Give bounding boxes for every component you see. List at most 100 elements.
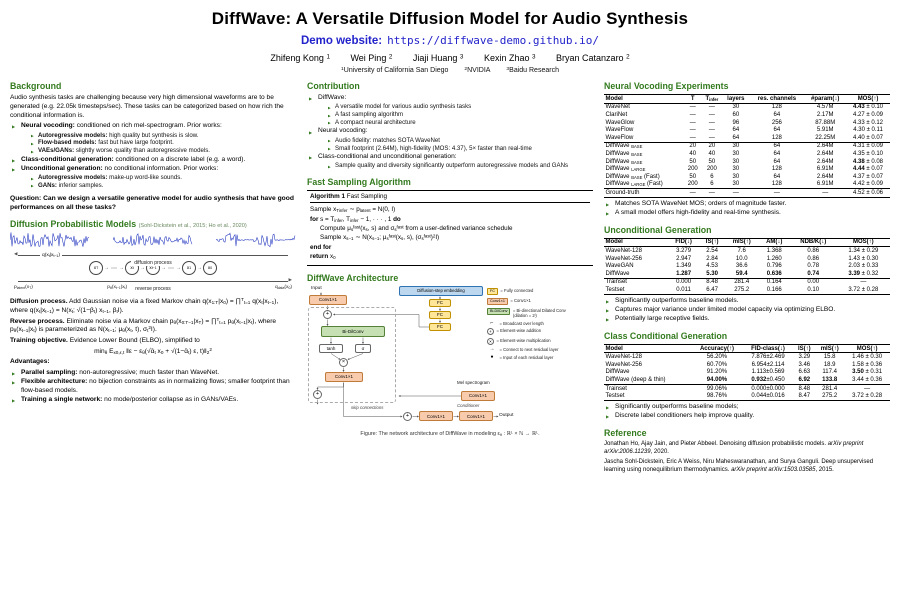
table-cell: 15.8 — [823, 354, 836, 361]
affiliation: 2NVIDIA — [464, 67, 491, 74]
table-cell: 281.4 — [724, 277, 759, 287]
table-cell: 2.84 — [706, 255, 718, 262]
table-cell: DiffWave — [605, 270, 630, 277]
diffusion-process-arrow: diffusion process — [14, 251, 291, 267]
authors-line: Zhifeng Kong 1 Wei Ping 2 Jiaji Huang 3 … — [0, 53, 900, 63]
table-cell: 275.2 — [724, 286, 759, 295]
list-item: Training a single network: no mode/poste… — [12, 396, 296, 405]
plus-op: + — [403, 411, 412, 421]
tanh-box: tanh — [319, 343, 343, 353]
table-cell: 64 — [732, 127, 740, 134]
table-cell: 3.29 — [798, 354, 811, 361]
diffusion-step-embedding-box: Diffusion-step embedding — [399, 285, 483, 296]
table-cell: 60.70% — [706, 361, 728, 368]
algorithm-line: Sample xs−1 ∼ N(xs−1; μsfast(xs, s), (σs… — [320, 233, 440, 242]
table-cell: 0.10 — [789, 286, 837, 295]
table-cell: 4.35 ± 0.10 — [853, 150, 884, 157]
plus-op: + — [313, 389, 322, 399]
table-cell: 2.64M — [816, 158, 834, 165]
table-cell: 2.17M — [816, 111, 834, 118]
affiliations-line: 1University of California San Diego 2NVI… — [0, 67, 900, 74]
author: Zhifeng Kong 1 — [270, 53, 330, 63]
column-header: IS(↑) — [793, 343, 816, 354]
legend-item: ●= Input of each residual layer — [487, 355, 577, 361]
chain-dots: ⋯ — [111, 265, 117, 272]
section-heading-unconditional: Unconditional Generation — [604, 224, 712, 235]
table-cell: DiffWave — [605, 369, 630, 376]
legend-symbol: × — [487, 337, 494, 345]
table-cell: Ground-truth — [604, 188, 685, 198]
vocoding-notes: Matches SOTA WaveNet MOS; orders of magn… — [604, 200, 890, 218]
table-cell: WaveNet-128 — [605, 248, 642, 255]
table-cell: 3.279 — [676, 248, 692, 255]
table-cell: 98.76% — [691, 392, 743, 402]
list-item: Flow-based models: fast but have large f… — [30, 139, 296, 147]
column-header: MOS(↑) — [844, 343, 890, 354]
table-cell: 3.39 ± 0.32 — [848, 270, 879, 277]
table-cell: — — [749, 188, 805, 198]
column-header: AM(↓) — [758, 237, 790, 248]
table-cell: 1.113±0.569 — [751, 369, 785, 376]
table-cell: 2.03 ± 0.33 — [848, 263, 879, 270]
algorithm-line: Sample xTinfer ∼ platent = N(0, I) — [310, 206, 396, 214]
arrow-icon: → — [161, 265, 166, 272]
legend-symbol: Bi-DilConv — [487, 307, 511, 316]
column-header: mIS(↑) — [815, 343, 845, 354]
table-cell: 1.349 — [676, 263, 692, 270]
column-header: T — [684, 94, 702, 104]
table-cell: 256 — [771, 119, 782, 126]
waveform-noise-thumbnail — [10, 232, 90, 248]
conv1x1-box: Conv1×1 — [309, 294, 347, 305]
residual-layer-outline — [308, 306, 396, 403]
table-cell: 1.58 ± 0.36 — [852, 361, 883, 368]
figure-caption: Figure: The network architecture of Diff… — [360, 430, 540, 437]
legend-text: = Conv1×1 — [510, 297, 531, 303]
table-cell: 50 — [689, 158, 697, 165]
table-cell: 6.91M — [816, 181, 834, 188]
demo-url-link[interactable]: https://diffwave-demo.github.io/ — [387, 34, 600, 47]
reverse-process-label: reverse process — [132, 286, 174, 293]
reverse-process-paragraph: Reverse process. Eliminate noise via a M… — [10, 316, 277, 334]
conv1x1-box: Conv1×1 — [461, 390, 495, 401]
table-cell: Testset — [604, 392, 692, 402]
table-cell: 4.52 ± 0.06 — [846, 188, 890, 198]
table-cell: 20 — [684, 141, 702, 151]
advantages-label: Advantages: — [10, 357, 50, 365]
list-item: A versatile model for various audio synt… — [327, 103, 593, 111]
table-cell: 4.53 — [706, 263, 718, 270]
table-cell: WaveFlow — [605, 127, 634, 134]
fc-box: FC — [429, 298, 451, 307]
table-cell: 30 — [732, 158, 740, 165]
arrow-icon: → — [197, 265, 202, 272]
question-text: Question: Can we design a versatile gene… — [10, 195, 294, 212]
section-heading-fast-sampling: Fast Sampling Algorithm — [307, 177, 411, 188]
table-cell: 6.47 — [699, 286, 725, 295]
list-item: Discrete label conditioners help improve… — [606, 412, 890, 421]
bidilconv-box: Bi-DilConv — [321, 325, 385, 337]
sigmoid-box: σ — [355, 343, 371, 353]
reverse-process-arrow: reverse process — [15, 277, 292, 293]
list-item: Autoregressive models: high quality but … — [30, 132, 296, 140]
column-header: layers — [722, 94, 750, 104]
table-cell: 8.47 — [793, 392, 816, 402]
arrow-icon: → — [140, 265, 145, 272]
column-header: Tinfer — [701, 94, 723, 104]
waveform-mid-thumbnail — [113, 233, 193, 247]
table-cell: 4.37 ± 0.07 — [853, 173, 884, 180]
table-cell: 30 — [732, 181, 740, 188]
table-cell: 1.43 ± 0.30 — [848, 255, 879, 262]
skip-connections-label: skip connections — [351, 404, 384, 410]
table-cell: 3.72 ± 0.28 — [844, 392, 890, 402]
contribution-list: DiffWave:A versatile model for various a… — [307, 94, 593, 170]
table-cell: — — [708, 127, 715, 134]
table-cell: 4.30 ± 0.11 — [853, 127, 883, 134]
